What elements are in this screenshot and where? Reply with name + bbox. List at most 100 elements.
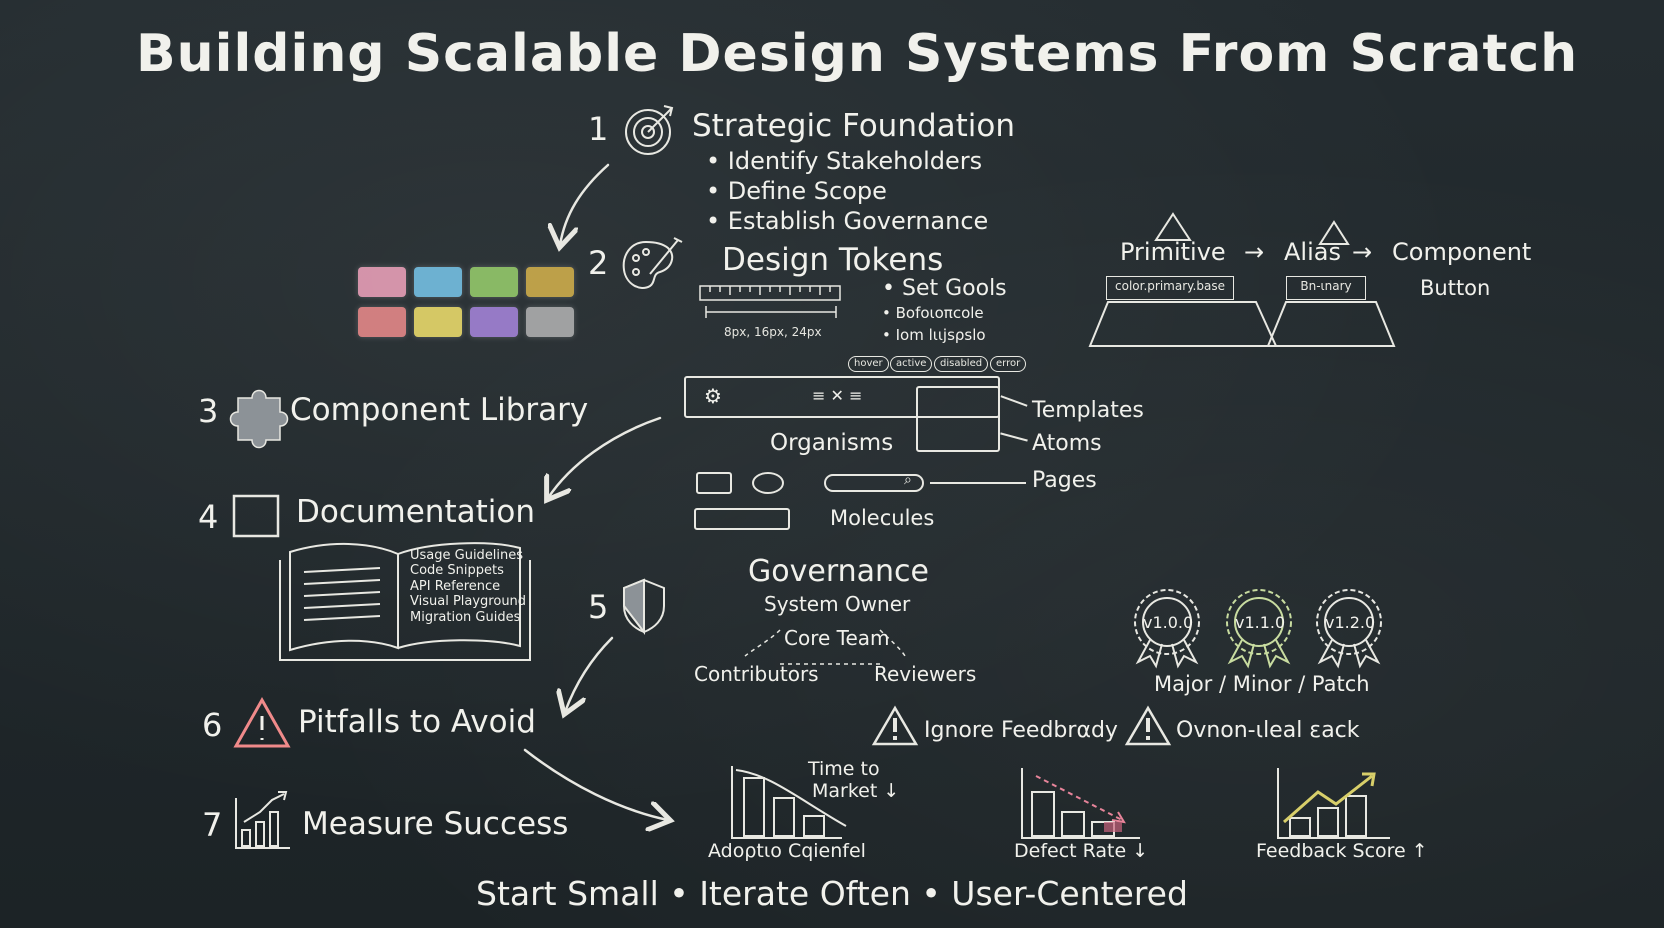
version-badges (1134, 589, 1382, 669)
metric-chart-defect (1021, 768, 1140, 839)
spacing-ruler (699, 285, 841, 318)
arrow-5-to-6 (565, 636, 614, 712)
step-number: 7 (202, 806, 223, 844)
organisms-label: Organisms (770, 430, 894, 456)
metric-chart-adoption (731, 766, 847, 839)
arrow-3-to-4 (548, 416, 662, 498)
page-title: Building Scalable Design Systems From Sc… (136, 24, 1579, 84)
atoms-label: Atoms (1032, 431, 1102, 456)
pitfall-item: Ignore Feedbrαdy (924, 718, 1118, 743)
pitfall-item: Ovnon-ιleal εack (1176, 718, 1360, 743)
step-number: 2 (588, 244, 609, 282)
step-label-pitfalls: Pitfalls to Avoid (298, 704, 536, 740)
bullet-item: Identify Stakeholders (706, 147, 982, 175)
badge-v120 (1316, 589, 1382, 669)
metric-chart-feedback (1277, 768, 1390, 839)
badge-label: v1.0.0 (1143, 613, 1194, 632)
warning-triangle-icon (233, 696, 291, 748)
bullet-item: Bofoιoπcole (882, 304, 984, 322)
atom-input (694, 508, 790, 530)
step-number: 5 (588, 588, 609, 626)
token-component-label: Component (1392, 238, 1532, 266)
bar-chart-icon (235, 791, 290, 849)
spacing-values: 8px, 16px, 24px (724, 325, 822, 339)
version-caption: Major / Minor / Patch (1154, 672, 1370, 696)
bullet-item: Set Gools (882, 276, 1007, 301)
chart1-annotation: Time to (808, 758, 880, 780)
molecule-search-bar (824, 474, 924, 492)
doc-line: Code Snippets (410, 563, 504, 578)
step-label-documentation: Documentation (296, 494, 535, 530)
step-label-measure-success: Measure Success (302, 806, 569, 842)
toolbar-symbols: ≡ ✕ ≡ (812, 386, 863, 405)
color-chip-salmon (358, 307, 406, 337)
badge-label: v1.1.0 (1235, 613, 1286, 632)
open-book (279, 542, 531, 661)
color-chip-purple (470, 307, 518, 337)
gov-contributors: Contributors (694, 662, 819, 686)
primitive-token-box: color.primary.base (1106, 276, 1234, 300)
arrow-1-to-2 (560, 163, 610, 245)
color-chip-blue (414, 267, 462, 297)
doc-line: Migration Guides (410, 610, 521, 625)
step-label-governance: Governance (748, 554, 929, 589)
connector-line (930, 482, 1026, 484)
step-number: 6 (202, 706, 223, 744)
warning-icon-overhead (1124, 705, 1172, 746)
step-label-component-library: Component Library (290, 392, 589, 428)
state-tag-error: error (990, 356, 1027, 372)
gov-core-team: Core Team (784, 626, 890, 650)
template-box (916, 386, 1000, 452)
footer-tagline: Start Small • Iterate Often • User-Cente… (476, 874, 1188, 913)
atom-rect (696, 472, 732, 494)
arrow-6-to-7 (523, 748, 668, 820)
warning-icon-feedback (871, 705, 919, 746)
state-tag-active: active (890, 356, 933, 372)
badge-v100 (1134, 589, 1200, 669)
doc-line: Usage Guidelines (410, 548, 524, 563)
color-chip-olive (526, 267, 574, 297)
metric-label-adoption: Adoρtιo Cqienfel (708, 840, 866, 862)
step-label-strategic-foundation: Strategic Foundation (692, 108, 1016, 144)
token-alias-label: Alias (1284, 238, 1341, 266)
gear-icon: ⚙ (704, 384, 722, 408)
gov-reviewers: Reviewers (874, 662, 977, 686)
governance-tree (744, 629, 906, 665)
bullet-item: Establish Governance (706, 207, 988, 235)
badge-v110 (1226, 589, 1292, 669)
step-number: 3 (198, 392, 219, 430)
gov-system-owner: System Owner (764, 592, 911, 616)
search-icon: ⌕ (904, 472, 912, 488)
target-icon (625, 105, 674, 155)
doc-line: API Reference (410, 579, 501, 594)
pages-label: Pages (1032, 468, 1097, 493)
puzzle-icon (229, 389, 289, 449)
flow-arrow: → (1244, 238, 1265, 266)
token-pyramids (1088, 212, 1396, 347)
state-tag-disabled: disabled (934, 356, 989, 372)
doc-square-icon (232, 494, 280, 538)
color-chip-yellow (414, 307, 462, 337)
atom-circle (752, 472, 784, 494)
badge-label: v1.2.0 (1325, 613, 1376, 632)
palette-icon (622, 237, 683, 289)
shield-icon (623, 578, 665, 635)
color-chip-green (470, 267, 518, 297)
step-label-design-tokens: Design Tokens (722, 242, 944, 278)
bullet-item: Define Scope (706, 177, 887, 205)
step-number: 4 (198, 498, 219, 536)
token-button-label: Button (1420, 276, 1491, 300)
bullet-item: Ιom lιιjsρslo (882, 326, 986, 344)
templates-label: Templates (1032, 398, 1144, 423)
step-number: 1 (588, 110, 609, 148)
metric-label-feedback-score: Feedback Score ↑ (1256, 840, 1428, 862)
molecules-label: Molecules (830, 506, 935, 530)
state-tag-hover: hover (848, 356, 889, 372)
chart1-annotation: Market ↓ (812, 780, 900, 802)
alias-token-box: Bn-ιnary (1286, 276, 1366, 300)
metric-label-defect-rate: Defect Rate ↓ (1014, 840, 1149, 862)
doc-line: Visual Playground (410, 594, 527, 609)
color-chip-pink (358, 267, 406, 297)
